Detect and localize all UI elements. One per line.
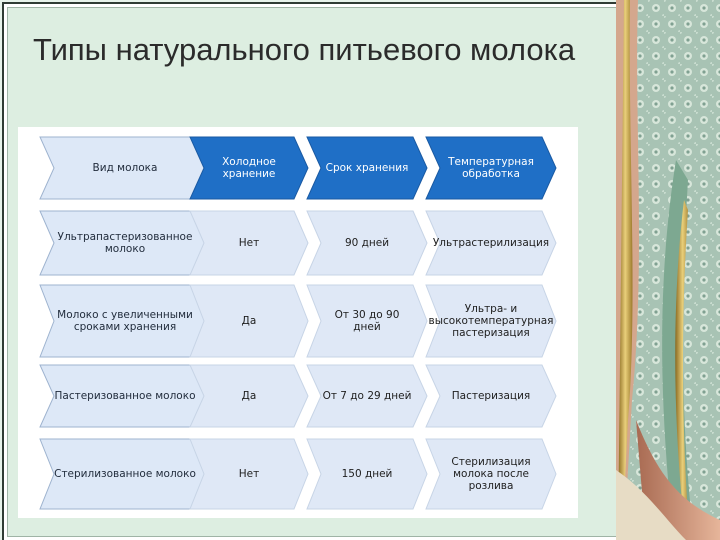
- table-cell: Да: [241, 390, 257, 402]
- table-cell: Нет: [238, 237, 260, 249]
- cell-chevron: [189, 284, 309, 358]
- table-cell: 150 дней: [341, 468, 393, 480]
- decorative-fabric-panel: [616, 0, 720, 540]
- row-label-cell: Молоко с увеличенными сроками хранения: [57, 309, 193, 333]
- row-label-cell: Ультрапастеризованное молоко: [57, 231, 193, 255]
- cell-chevron: [189, 438, 309, 510]
- table-cell: Стерилизация молока после розлива: [451, 456, 531, 492]
- table-cell: Да: [241, 315, 257, 327]
- cell-chevron: [189, 210, 309, 276]
- table-cell: Ультрастерилизация: [432, 237, 550, 249]
- table-cell: От 7 до 29 дней: [322, 390, 412, 402]
- table-cell: Пастеризация: [451, 390, 531, 402]
- cell-chevron: [306, 284, 428, 358]
- cell-chevron: [425, 364, 557, 428]
- cell-chevron: [425, 210, 557, 276]
- header-chevron: [306, 136, 428, 200]
- cell-chevron: [189, 364, 309, 428]
- table-cell: Ультра- и высокотемпературная пастеризац…: [428, 303, 554, 339]
- header-cell: Вид молока: [92, 162, 158, 174]
- milk-types-table: Вид молока Холодное хранение Срок хранения…: [18, 127, 578, 518]
- header-chevron: [425, 136, 557, 200]
- chevron-shapes: [39, 136, 557, 510]
- row-label-cell: Пастеризованное молоко: [54, 390, 196, 402]
- cell-chevron: [306, 210, 428, 276]
- header-cell: Срок хранения: [325, 162, 409, 174]
- slide-title: Типы натурального питьевого молока: [33, 32, 576, 67]
- header-cell: Холодное хранение: [222, 156, 276, 180]
- table-cell: От 30 до 90 дней: [334, 309, 400, 333]
- cell-chevron: [306, 364, 428, 428]
- table-cell: 90 дней: [344, 237, 390, 249]
- cell-chevron: [306, 438, 428, 510]
- row-label-cell: Стерилизованное молоко: [54, 468, 196, 480]
- header-chevron: [189, 136, 309, 200]
- header-cell: Температурная обработка: [448, 156, 534, 180]
- cell-chevron: [425, 284, 557, 358]
- cell-chevron: [425, 438, 557, 510]
- table-cell: Нет: [238, 468, 260, 480]
